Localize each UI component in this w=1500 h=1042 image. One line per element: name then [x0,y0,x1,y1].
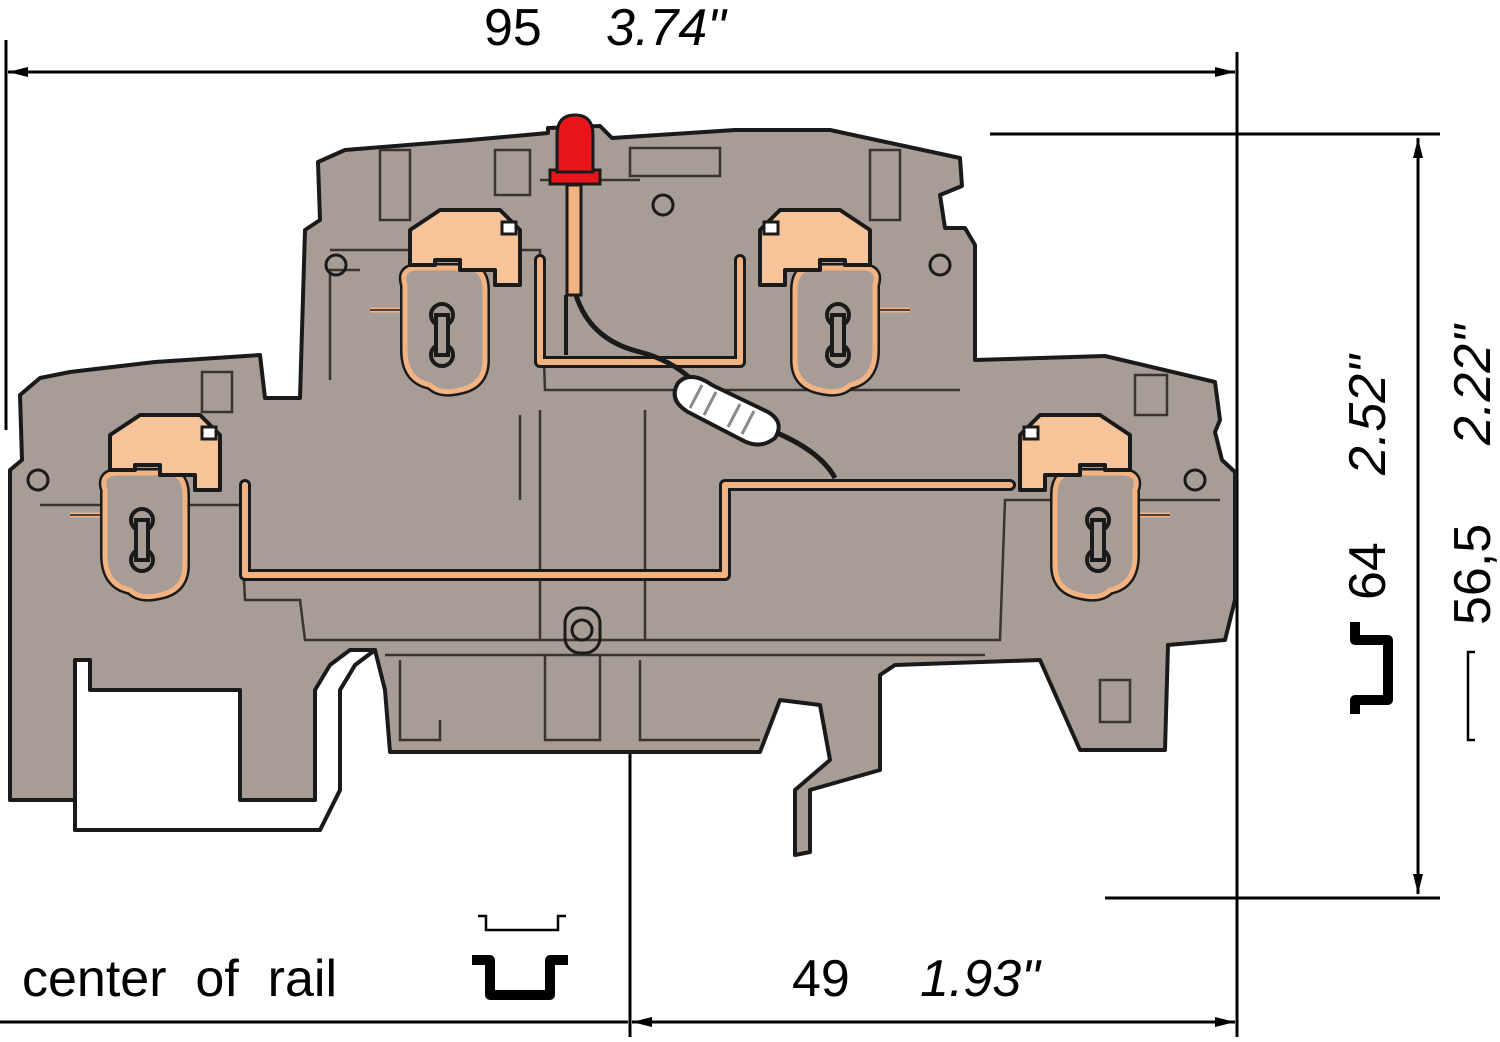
resistor [564,294,838,480]
rail-symbol-right [1350,622,1475,742]
rail-offset-mm-label: 49 [792,950,850,1008]
dimension-lines [0,40,1440,1037]
clamp-group [70,208,1170,602]
width-mm-label: 95 [484,0,542,57]
height-total-mm-label: 64 [1339,542,1397,600]
height-rail-in-label: 2.22" [1444,323,1500,446]
rail-offset-in-label: 1.93" [920,950,1042,1008]
clamp-lower-left [70,413,222,602]
rail-symbol-legend [472,914,568,1000]
width-in-label: 3.74" [606,0,728,57]
led-indicator [548,113,602,297]
busbar-lower [239,479,1016,581]
clamp-lower-right [1018,413,1170,602]
clamp-upper-left [370,208,522,397]
height-rail-mm-label: 56,5 [1444,524,1500,625]
clamp-upper-right [758,208,910,397]
height-total-in-label: 2.52" [1339,353,1397,476]
busbar-upper [534,254,746,368]
center-of-rail-label: center of rail [22,950,337,1008]
